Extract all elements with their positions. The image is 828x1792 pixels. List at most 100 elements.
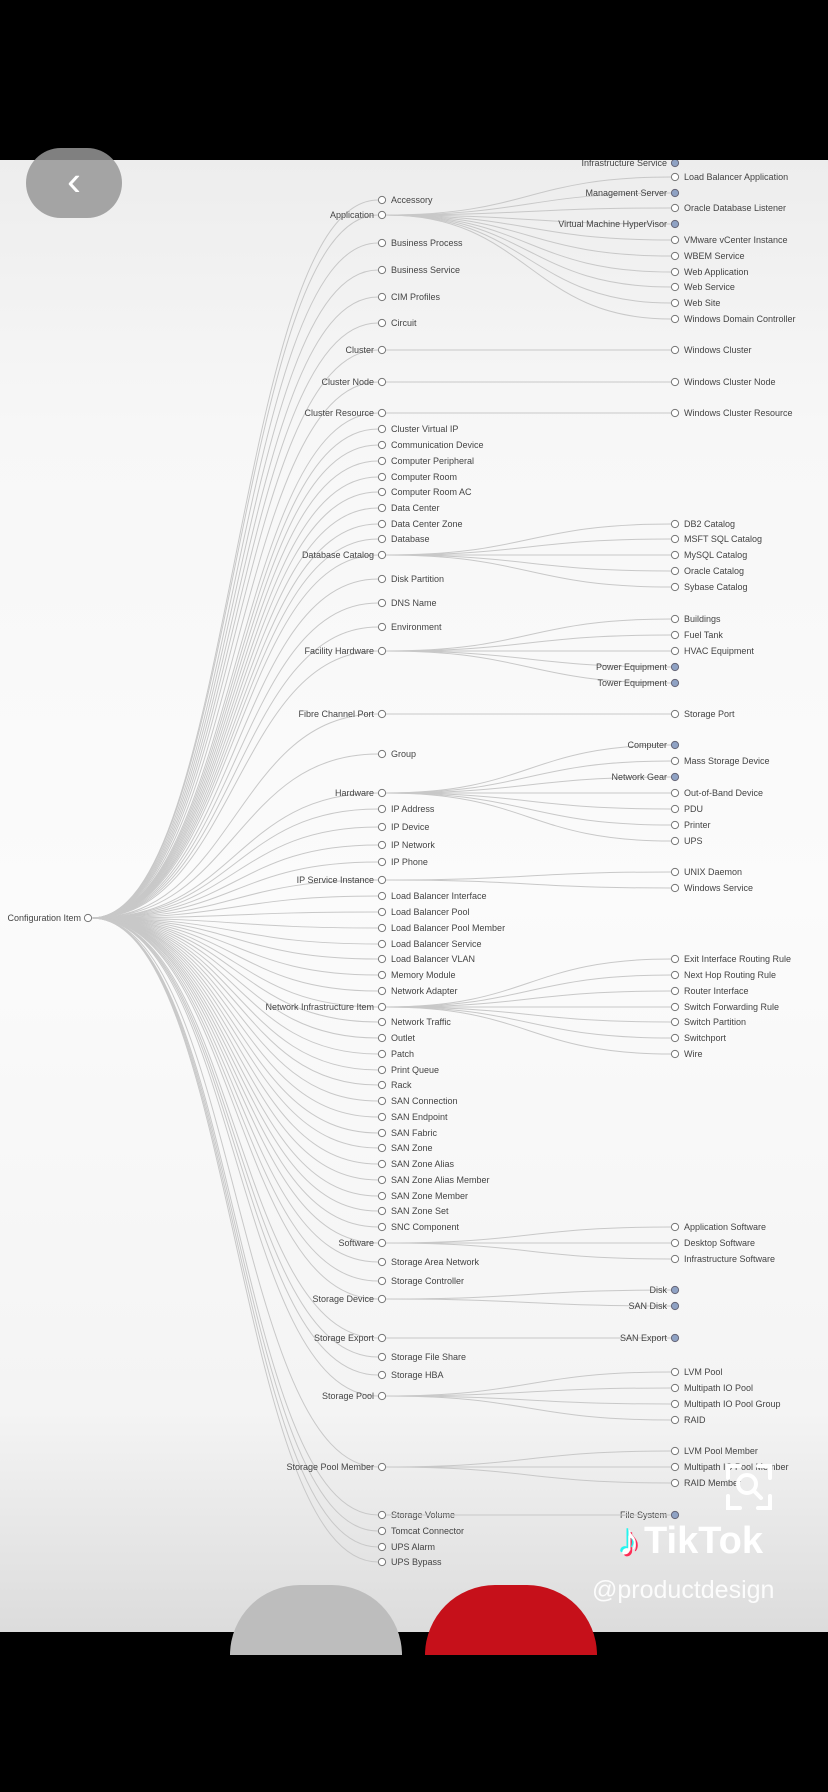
node-group[interactable] [377,749,387,759]
node-windows-service[interactable] [670,883,680,893]
node-computer[interactable] [670,740,680,750]
node-cluster-resource[interactable] [377,408,387,418]
node-database-catalog[interactable] [377,550,387,560]
node-multipath-io-pool-group[interactable] [670,1399,680,1409]
node-fibre-channel-port[interactable] [377,709,387,719]
node-san-disk[interactable] [670,1301,680,1311]
node-memory-module[interactable] [377,970,387,980]
node-network-traffic[interactable] [377,1017,387,1027]
node-windows-cluster[interactable] [670,345,680,355]
node-printer[interactable] [670,820,680,830]
node-storage-hba[interactable] [377,1370,387,1380]
node-computer-room-ac[interactable] [377,487,387,497]
node-load-balancer-application[interactable] [670,172,680,182]
node-storage-area-network[interactable] [377,1257,387,1267]
node-ip-service-instance[interactable] [377,875,387,885]
node-sybase-catalog[interactable] [670,582,680,592]
node-unix-daemon[interactable] [670,867,680,877]
node-san-endpoint[interactable] [377,1112,387,1122]
node-san-zone-alias-member[interactable] [377,1175,387,1185]
node-database[interactable] [377,534,387,544]
node-san-zone-member[interactable] [377,1191,387,1201]
node-cluster[interactable] [377,345,387,355]
node-fuel-tank[interactable] [670,630,680,640]
node-wbem-service[interactable] [670,251,680,261]
node-out-of-band-device[interactable] [670,788,680,798]
node-desktop-software[interactable] [670,1238,680,1248]
node-snc-component[interactable] [377,1222,387,1232]
node-multipath-io-pool-member[interactable] [670,1462,680,1472]
node-switchport[interactable] [670,1033,680,1043]
node-storage-controller[interactable] [377,1276,387,1286]
node-exit-interface-routing-rule[interactable] [670,954,680,964]
node-san-fabric[interactable] [377,1128,387,1138]
node-communication-device[interactable] [377,440,387,450]
node-disk-partition[interactable] [377,574,387,584]
node-rack[interactable] [377,1080,387,1090]
node-web-application[interactable] [670,267,680,277]
node-lvm-pool-member[interactable] [670,1446,680,1456]
node-ip-phone[interactable] [377,857,387,867]
node-raid[interactable] [670,1415,680,1425]
node-buildings[interactable] [670,614,680,624]
node-load-balancer-pool-member[interactable] [377,923,387,933]
node-network-adapter[interactable] [377,986,387,996]
node-ups[interactable] [670,836,680,846]
node-load-balancer-interface[interactable] [377,891,387,901]
node-circuit[interactable] [377,318,387,328]
node-storage-file-share[interactable] [377,1352,387,1362]
visual-search-icon[interactable] [724,1462,774,1512]
node-san-zone-set[interactable] [377,1206,387,1216]
node-computer-peripheral[interactable] [377,456,387,466]
node-msft-sql-catalog[interactable] [670,534,680,544]
node-root[interactable] [83,913,93,923]
node-environment[interactable] [377,622,387,632]
node-mass-storage-device[interactable] [670,756,680,766]
node-hvac-equipment[interactable] [670,646,680,656]
node-cluster-node[interactable] [377,377,387,387]
node-bottom-partial[interactable] [670,1510,680,1520]
node-top-partial[interactable] [670,160,680,168]
node-vmware-vcenter-instance[interactable] [670,235,680,245]
node-mysql-catalog[interactable] [670,550,680,560]
node-business-service[interactable] [377,265,387,275]
node-windows-domain-controller[interactable] [670,314,680,324]
node-load-balancer-vlan[interactable] [377,954,387,964]
node-san-export[interactable] [670,1333,680,1343]
node-cluster-virtual-ip[interactable] [377,424,387,434]
node-storage-device[interactable] [377,1294,387,1304]
node-next-hop-routing-rule[interactable] [670,970,680,980]
node-load-balancer-pool[interactable] [377,907,387,917]
node-switch-partition[interactable] [670,1017,680,1027]
node-multipath-io-pool[interactable] [670,1383,680,1393]
node-computer-room[interactable] [377,472,387,482]
node-load-balancer-service[interactable] [377,939,387,949]
node-storage-pool[interactable] [377,1391,387,1401]
node-facility-hardware[interactable] [377,646,387,656]
node-ip-network[interactable] [377,840,387,850]
node-ups-alarm[interactable] [377,1542,387,1552]
node-tomcat-connector[interactable] [377,1526,387,1536]
node-network-gear[interactable] [670,772,680,782]
node-web-site[interactable] [670,298,680,308]
node-san-zone-alias[interactable] [377,1159,387,1169]
node-application[interactable] [377,210,387,220]
node-switch-forwarding-rule[interactable] [670,1002,680,1012]
node-oracle-database-listener[interactable] [670,203,680,213]
node-wire[interactable] [670,1049,680,1059]
node-print-queue[interactable] [377,1065,387,1075]
node-db2-catalog[interactable] [670,519,680,529]
node-power-equipment[interactable] [670,662,680,672]
node-outlet[interactable] [377,1033,387,1043]
node-tower-equipment[interactable] [670,678,680,688]
node-data-center-zone[interactable] [377,519,387,529]
node-patch[interactable] [377,1049,387,1059]
node-network-infrastructure-item[interactable] [377,1002,387,1012]
node-san-connection[interactable] [377,1096,387,1106]
node-pdu[interactable] [670,804,680,814]
node-ip-device[interactable] [377,822,387,832]
node-hardware[interactable] [377,788,387,798]
back-button[interactable]: ‹ [26,148,122,218]
node-lvm-pool[interactable] [670,1367,680,1377]
